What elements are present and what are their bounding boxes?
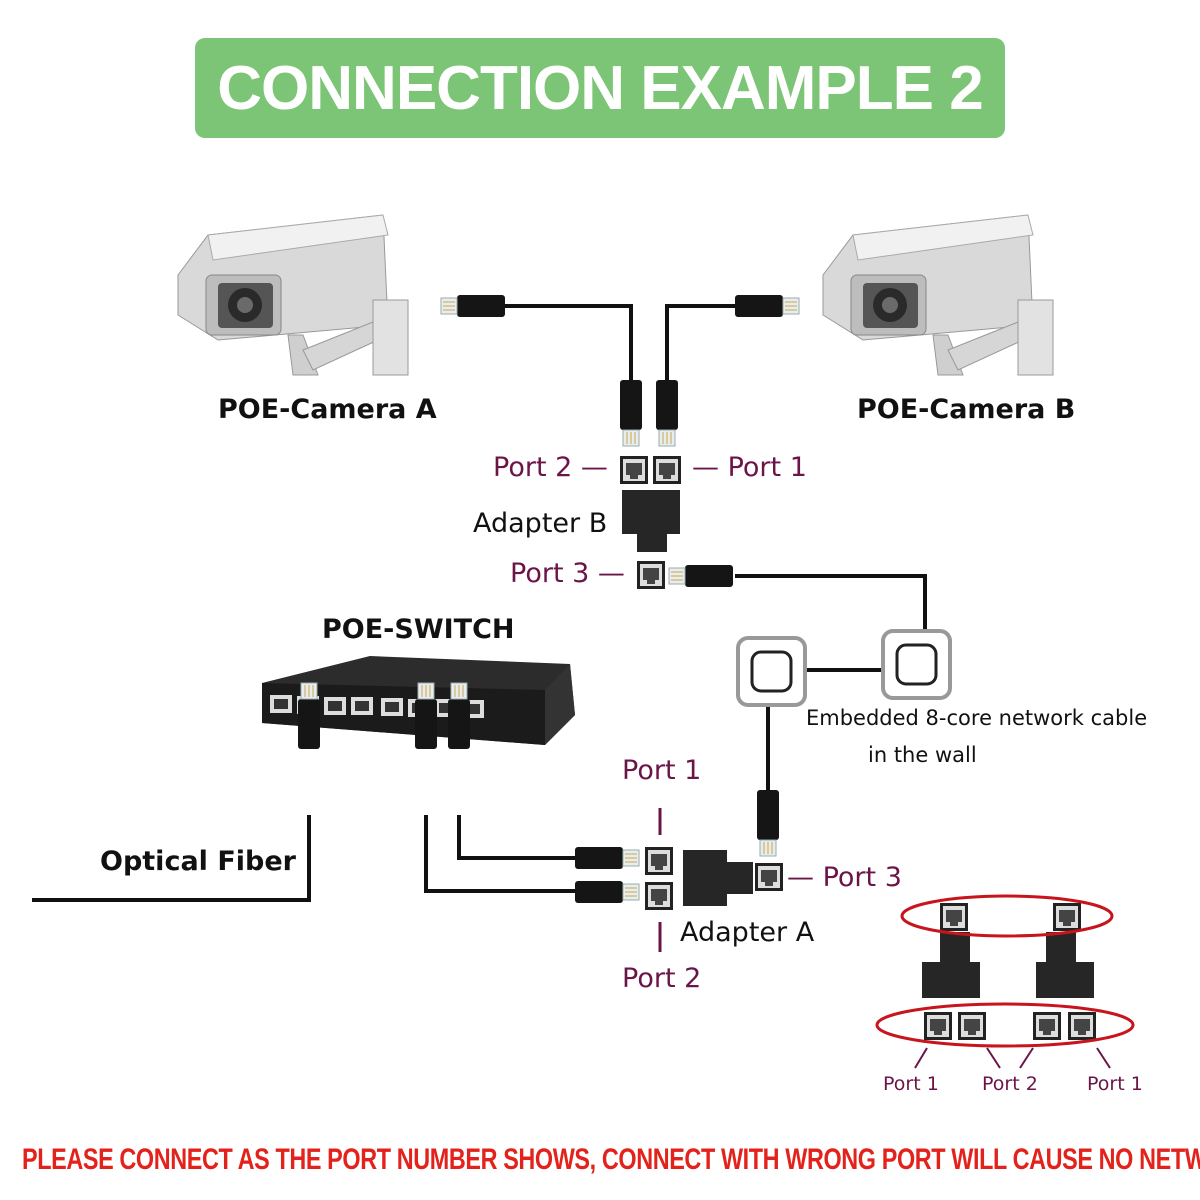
legend-port-bottom <box>958 1012 986 1040</box>
poe-switch-image <box>262 656 575 745</box>
adapter-b-port2-plug <box>619 379 643 447</box>
adapter-b-port3-label: Port 3 — <box>510 558 625 589</box>
legend-adapter-right <box>1036 932 1094 998</box>
switch-plug-a <box>414 682 438 750</box>
adapter-b-port1-plug <box>655 379 679 447</box>
adapter-a-body <box>683 850 753 906</box>
switch-plug-b <box>447 682 471 750</box>
adapter-a-port3-label: — Port 3 <box>787 862 902 893</box>
adapter-b-port1-label: — Port 1 <box>692 452 807 483</box>
adapter-b-port3 <box>637 561 665 589</box>
adapter-a-port1 <box>645 847 673 875</box>
camera-a-plug <box>440 294 506 318</box>
legend-adapter-left <box>922 932 980 998</box>
port-legend <box>875 894 1135 1069</box>
wall-plate-left <box>736 636 807 707</box>
camera-a-image <box>177 214 409 376</box>
legend-port-bottom <box>924 1012 952 1040</box>
warning-text: PLEASE CONNECT AS THE PORT NUMBER SHOWS,… <box>22 1143 1200 1176</box>
adapter-b-port3-plug <box>668 564 734 588</box>
highlight-ellipse-top <box>900 894 1114 938</box>
legend-port-top-right <box>1053 903 1081 931</box>
adapter-b-port2-label: Port 2 — <box>493 452 608 483</box>
camera-b-image <box>822 214 1054 376</box>
title-banner: CONNECTION EXAMPLE 2 <box>195 38 1005 138</box>
adapter-a-port1-plug <box>574 846 640 870</box>
adapter-a-port3 <box>755 863 783 891</box>
adapter-a-label: Adapter A <box>680 917 815 948</box>
adapter-a-port2-label: Port 2 <box>622 963 702 994</box>
adapter-b-body <box>622 490 680 552</box>
legend-port-bottom <box>1068 1012 1096 1040</box>
cables <box>32 304 927 902</box>
title: CONNECTION EXAMPLE 2 <box>217 53 983 123</box>
camera-b-label: POE-Camera B <box>857 394 1076 425</box>
adapter-b-label: Adapter B <box>473 508 608 539</box>
optical-fiber-label: Optical Fiber <box>100 846 296 877</box>
adapter-a-port1-label: Port 1 <box>622 755 702 786</box>
adapter-a-port2 <box>645 882 673 910</box>
adapter-b-port2 <box>620 456 648 484</box>
camera-a-label: POE-Camera A <box>218 394 437 425</box>
highlight-ellipse-bottom <box>875 1002 1135 1048</box>
wall-cable-label-1: Embedded 8-core network cable <box>806 706 1148 730</box>
wall-cable-label-2: in the wall <box>868 743 977 767</box>
legend-label-port1-left: Port 1 <box>883 1073 939 1095</box>
adapter-b-port1 <box>653 456 681 484</box>
legend-label-port2: Port 2 <box>982 1073 1038 1095</box>
camera-b-plug <box>734 294 800 318</box>
adapter-a-port2-plug <box>574 880 640 904</box>
legend-port-bottom <box>1033 1012 1061 1040</box>
legend-port-top-left <box>940 903 968 931</box>
legend-pointer-lines <box>914 1047 1111 1069</box>
adapter-a-port3-plug <box>756 789 780 857</box>
wall-plate-right <box>881 629 952 700</box>
switch-label: POE-SWITCH <box>322 614 515 645</box>
legend-label-port1-right: Port 1 <box>1087 1073 1143 1095</box>
optical-fiber-plug <box>297 682 321 750</box>
